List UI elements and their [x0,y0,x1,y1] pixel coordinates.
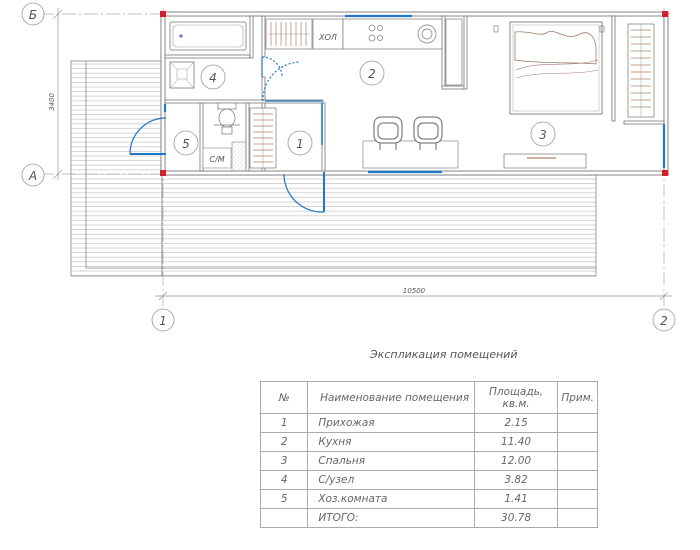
row-note [557,451,598,471]
height-dimension-label: 3400 [48,93,56,111]
tv-stand [503,153,587,169]
row-note [557,489,598,509]
hatched-niche [231,141,247,172]
row-area: 11.40 [473,432,559,452]
room-number-2: 2 [359,60,385,86]
table-row: 4 С/узел 3.82 [259,470,598,490]
explication-table: № Наименование помещения Площадь, кв.м. … [259,381,598,528]
room-number-1: 1 [287,130,313,156]
width-dimension [155,291,672,301]
total-note [557,508,598,528]
row-note [557,470,598,490]
bed [509,21,603,115]
row-name: С/узел [307,470,475,490]
svg-text:С/М: С/М [209,155,224,164]
svg-text:5: 5 [182,137,190,151]
svg-text:3: 3 [539,128,547,142]
header-note: Прим. [557,381,598,414]
header-num: № [259,381,309,414]
table-row: 5 Хоз.комната 1.41 [259,489,598,509]
row-note [557,413,598,433]
width-dimension-label: 10500 [403,287,426,295]
room-number-5: 5 [173,130,199,156]
row-note [557,432,598,452]
axis-bubble-b: Б [21,2,45,26]
svg-text:А: А [28,169,37,183]
table-header-row: № Наименование помещения Площадь, кв.м. … [259,381,598,414]
svg-text:Б: Б [29,8,37,22]
fridge: ХОЛ [312,18,344,50]
floor-plan: Б А 1 2 3400 10500 [21,2,676,332]
row-area: 3.82 [473,470,559,490]
axis-bubble-2: 2 [652,308,676,332]
svg-text:2: 2 [368,67,376,81]
wall-sconce [493,25,605,33]
armchair-left [373,116,403,150]
total-area: 30.78 [473,508,559,528]
shower-tray [169,61,195,89]
svg-text:4: 4 [209,71,217,85]
columns [160,11,668,176]
row-area: 1.41 [473,489,559,509]
svg-text:1: 1 [296,137,304,151]
row-num: 2 [259,432,309,452]
wardrobe-kitchen [265,18,313,50]
axis-bubble-1: 1 [151,308,175,332]
total-num [259,508,309,528]
interior-walls [164,15,665,172]
table-total-row: ИТОГО: 30.78 [259,508,598,528]
wardrobe-hall [249,107,277,169]
table-row: 3 Спальня 12.00 [259,451,598,471]
svg-text:2: 2 [660,314,668,328]
kitchen-corner-cabinet [445,18,463,86]
table-row: 2 Кухня 11.40 [259,432,598,452]
bathtub [169,21,247,51]
wardrobe-bedroom [627,23,655,118]
total-label: ИТОГО: [307,508,475,528]
row-name: Хоз.комната [307,489,475,509]
explication-title: Экспликация помещений [370,348,518,361]
svg-text:ХОЛ: ХОЛ [318,33,337,42]
row-name: Спальня [307,451,475,471]
row-num: 5 [259,489,309,509]
table-row: 1 Прихожая 2.15 [259,413,598,433]
header-name: Наименование помещения [307,381,475,414]
axis-bubble-a: А [21,163,45,187]
storage-label: С/М [202,147,232,169]
kitchen-counter [342,18,443,50]
side-table [362,140,459,169]
room-number-4: 4 [200,64,226,90]
toilet [214,102,240,135]
room-number-3: 3 [530,121,556,147]
row-num: 4 [259,470,309,490]
height-dimension [53,8,63,180]
header-area: Площадь, кв.м. [473,381,559,414]
row-name: Кухня [307,432,475,452]
svg-text:1: 1 [159,314,167,328]
row-num: 1 [259,413,309,433]
row-name: Прихожая [307,413,475,433]
row-area: 12.00 [473,451,559,471]
armchair-right [413,116,443,150]
terrace-deck [70,60,597,277]
windows [163,14,666,174]
row-num: 3 [259,451,309,471]
row-area: 2.15 [473,413,559,433]
doors [129,56,325,213]
